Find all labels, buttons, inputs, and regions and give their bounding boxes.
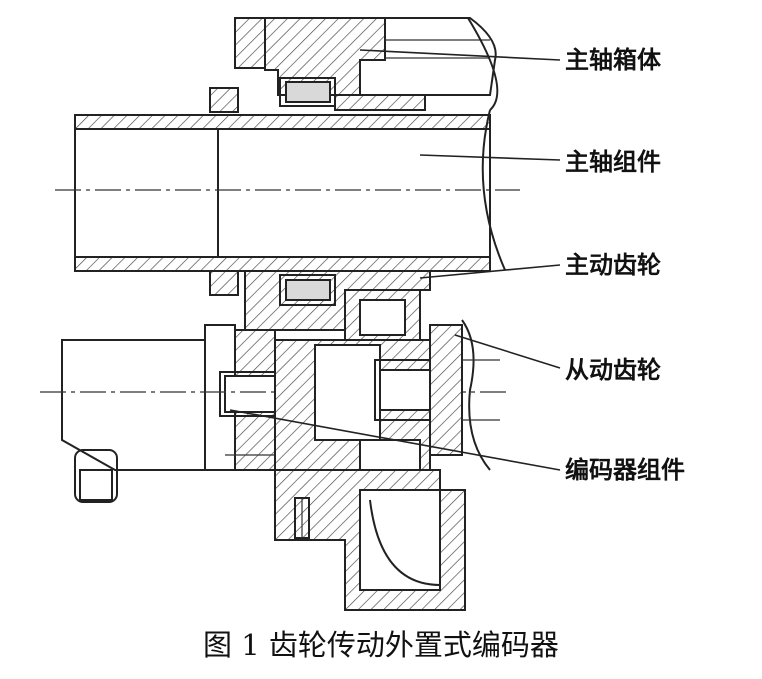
figure-caption: 图 1 齿轮传动外置式编码器 [203, 628, 559, 662]
label-spindle-housing: 主轴箱体 [565, 46, 662, 74]
driven-gear-drawing [274, 319, 500, 471]
label-driven-gear: 从动齿轮 [565, 356, 661, 384]
label-spindle-assembly: 主轴组件 [565, 148, 661, 176]
spindle-assembly-drawing [55, 109, 520, 272]
label-drive-gear: 主动齿轮 [565, 251, 661, 279]
spindle-housing-drawing [209, 17, 499, 113]
label-encoder-assembly: 编码器组件 [565, 456, 685, 484]
lower-housing-drawing [274, 469, 466, 611]
leader-lines [229, 49, 561, 471]
